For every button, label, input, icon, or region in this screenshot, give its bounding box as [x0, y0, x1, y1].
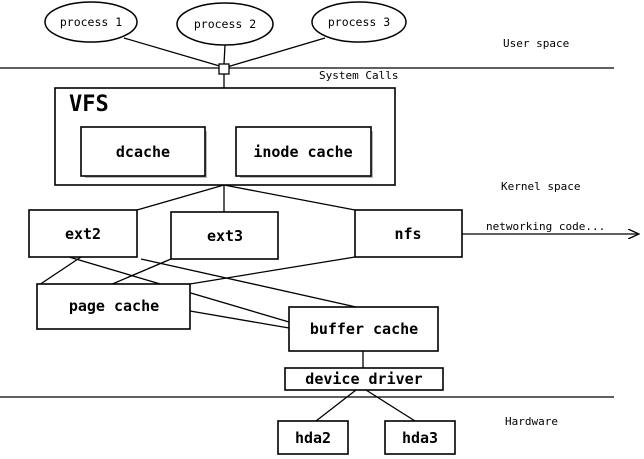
vfs-title: VFS: [69, 92, 109, 117]
ext3-box: ext3: [170, 211, 279, 260]
process-1-label: process 1: [60, 15, 122, 29]
vfs-box: VFS dcache inode cache: [54, 87, 396, 186]
process-2-label: process 2: [194, 17, 256, 31]
hda3-box: hda3: [384, 420, 456, 455]
process-2-shape: [176, 2, 274, 46]
vfs-to-ext2-link: [136, 184, 225, 211]
process-3-node: process 3: [311, 1, 407, 43]
process-3-link: [226, 37, 326, 68]
ext3-frame: [170, 211, 279, 260]
driver-to-hda2-link: [315, 389, 357, 422]
hda3-label: hda3: [402, 429, 438, 447]
process-3-label: process 3: [328, 15, 390, 29]
page-cache-label: page cache: [69, 297, 159, 315]
hda2-label: hda2: [295, 429, 331, 447]
process-1-node: process 1: [44, 1, 138, 43]
ext3-label: ext3: [207, 227, 243, 245]
hda2-box: hda2: [277, 420, 349, 455]
buffer-cache-box: buffer cache: [288, 306, 439, 352]
driver-to-hda3-link: [365, 389, 416, 422]
nfs-frame: [354, 209, 463, 258]
nfs-label: nfs: [394, 225, 421, 243]
system-call-junction: [218, 63, 230, 75]
device-driver-box: device driver: [284, 367, 444, 391]
page-cache-frame: [36, 283, 191, 330]
ext2-box: ext2: [28, 209, 138, 258]
system-calls-label: System Calls: [319, 69, 398, 82]
ext2-to-page-cache-link: [38, 256, 82, 286]
networking-code-label: networking code...: [486, 220, 605, 233]
page-to-buffer-cache-link: [189, 310, 290, 329]
process-2-node: process 2: [176, 2, 274, 46]
user-space-label: User space: [503, 37, 569, 50]
inode-cache-box: inode cache: [235, 126, 373, 178]
nfs-to-page-cache-link: [189, 256, 356, 285]
buffer-cache-frame: [288, 306, 439, 352]
buffer-cache-label: buffer cache: [310, 320, 418, 338]
vfs-to-nfs-link: [223, 184, 356, 211]
ext3-to-buffer-cache-link: [140, 258, 357, 308]
hardware-label: Hardware: [505, 415, 558, 428]
kernel-space-label: Kernel space: [501, 180, 580, 193]
inode-cache-frame: [235, 126, 372, 177]
hda3-frame: [384, 420, 456, 455]
device-driver-frame: [284, 367, 444, 391]
process-3-shape: [311, 1, 407, 43]
ext2-frame: [28, 209, 138, 258]
dcache-frame: [80, 126, 206, 177]
process-1-shape: [44, 1, 138, 43]
hda2-frame: [277, 420, 349, 455]
page-cache-box: page cache: [36, 283, 191, 330]
dcache-box: dcache: [80, 126, 207, 178]
inode-cache-label: inode cache: [253, 143, 352, 161]
ext2-label: ext2: [65, 225, 101, 243]
device-driver-label: device driver: [305, 370, 422, 388]
process-1-link: [123, 37, 224, 68]
process-2-link: [223, 44, 226, 65]
nfs-box: nfs: [354, 209, 463, 258]
dcache-label: dcache: [116, 143, 170, 161]
